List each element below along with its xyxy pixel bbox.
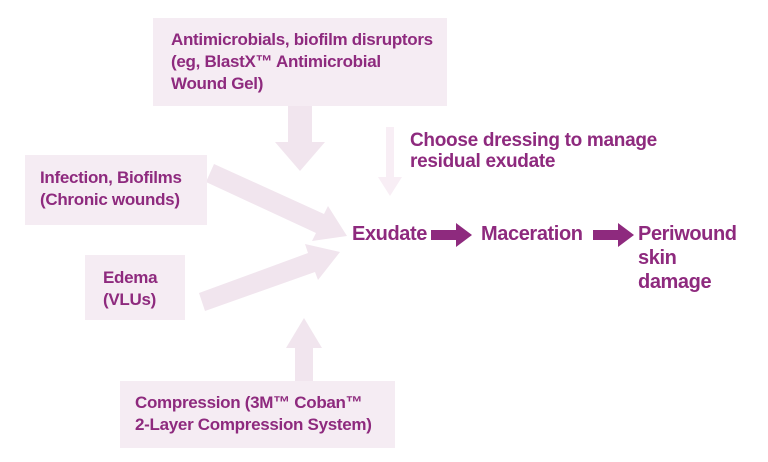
arrow-exudate-to-maceration (431, 223, 472, 247)
flow-step-periwound-line: skin (638, 247, 677, 269)
box-edema-line: Edema (103, 268, 158, 287)
box-antimicrobials: Antimicrobials, biofilm disruptors (eg, … (153, 18, 447, 106)
box-antimicrobials-line: Antimicrobials, biofilm disruptors (171, 30, 433, 49)
flow-step-periwound-line: damage (638, 271, 712, 293)
flow-step-exudate: Exudate (352, 223, 428, 245)
box-edema-line: (VLUs) (103, 290, 156, 309)
arrow-compression-up (286, 318, 322, 381)
arrow-antimicrobials-to-exudate (275, 104, 325, 171)
box-edema: Edema (VLUs) (85, 255, 185, 320)
arrow-maceration-to-periwound (593, 223, 634, 247)
box-infection-line: (Chronic wounds) (40, 190, 180, 209)
choose-dressing-note-line: residual exudate (410, 151, 556, 172)
box-compression-line: 2-Layer Compression System) (135, 415, 372, 434)
arrow-infection-to-exudate (206, 164, 347, 241)
box-antimicrobials-line: (eg, BlastX™ Antimicrobial (171, 52, 381, 71)
choose-dressing-note: Choose dressing to manage residual exuda… (410, 130, 657, 172)
flow-step-periwound-line: Periwound (638, 223, 737, 245)
box-compression: Compression (3M™ Coban™ 2-Layer Compress… (120, 381, 395, 448)
arrow-edema-to-exudate (199, 244, 340, 311)
flow-step-maceration: Maceration (481, 223, 583, 245)
box-infection-biofilms: Infection, Biofilms (Chronic wounds) (25, 155, 207, 225)
arrow-choose-dressing-down (378, 127, 402, 196)
box-antimicrobials-line: Wound Gel) (171, 74, 264, 93)
flow-step-periwound-skin-damage: Periwound skin damage (638, 222, 737, 294)
box-infection-line: Infection, Biofilms (40, 168, 182, 187)
box-compression-line: Compression (3M™ Coban™ (135, 393, 363, 412)
choose-dressing-note-line: Choose dressing to manage (410, 130, 657, 151)
